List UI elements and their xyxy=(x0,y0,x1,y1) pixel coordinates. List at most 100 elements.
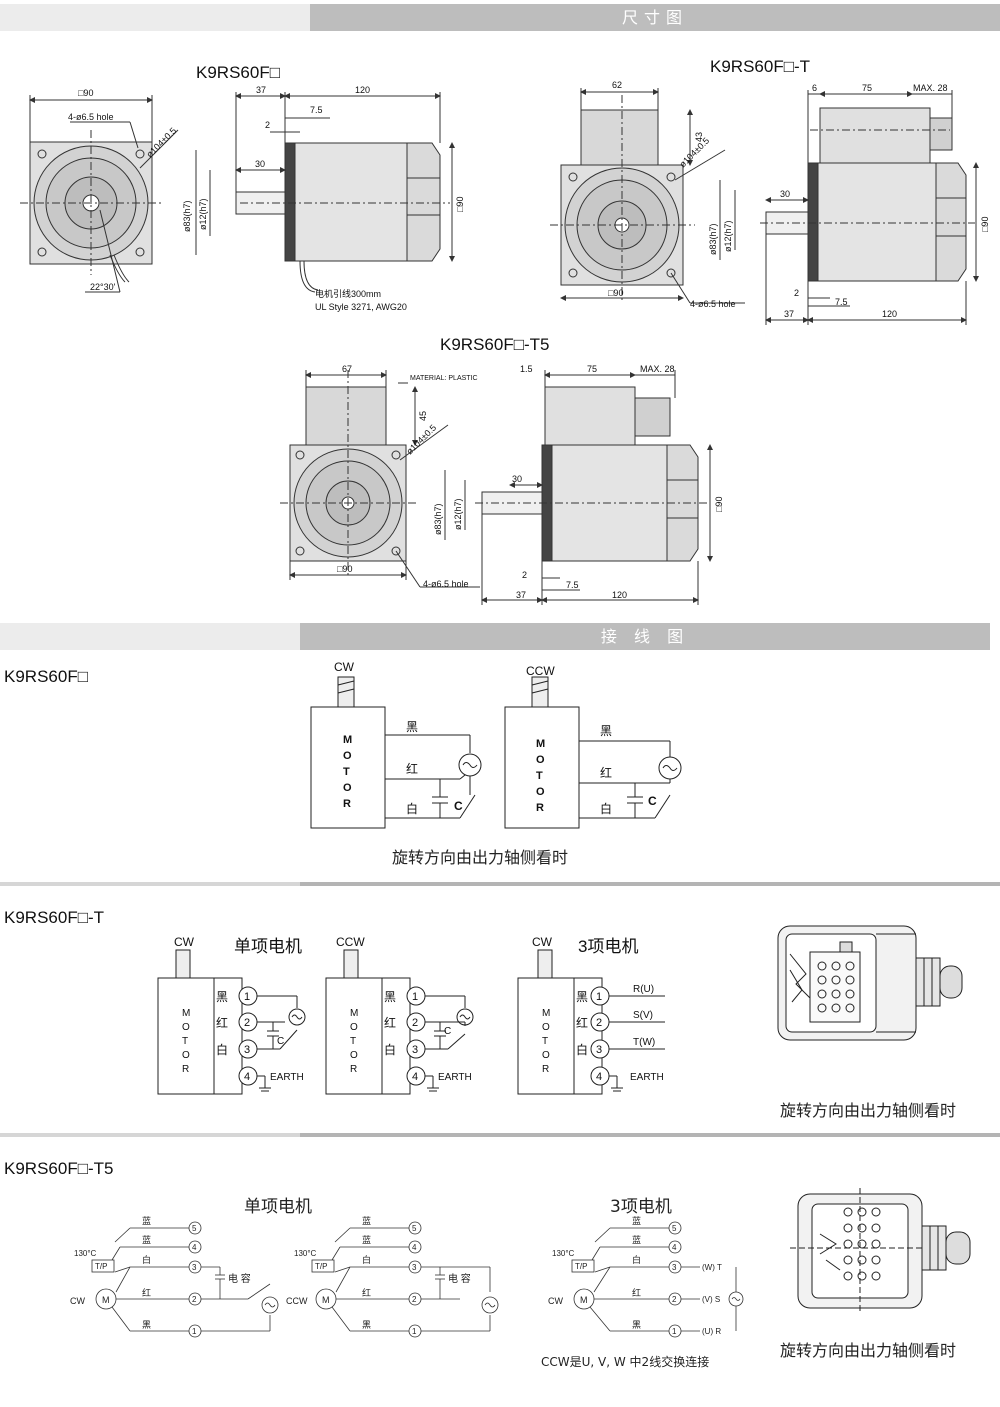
drawing-stroke xyxy=(310,706,386,829)
dim-c-1.5: 1.5 xyxy=(520,364,533,374)
drawing-stroke xyxy=(299,260,319,293)
drawing-stroke xyxy=(331,1306,351,1332)
drawing-stroke: CW CCW CW 单项电机 3项电机 M O T O R M O T O R … xyxy=(174,935,664,1083)
dim-b-7.5: 7.5 xyxy=(835,297,848,307)
drawing-stroke xyxy=(531,680,549,686)
dim-a-d12: ø12(h7) xyxy=(198,198,208,230)
drawing-stroke xyxy=(857,1207,867,1217)
dim-c-67: 67 xyxy=(342,364,352,374)
s3a-cap: 电 容 xyxy=(228,1272,251,1285)
s2c-n1: 1 xyxy=(596,991,602,1003)
model-a-front-view xyxy=(20,130,162,283)
s1b-motor-t: T xyxy=(536,770,543,782)
s2-ccw: CCW xyxy=(336,935,365,949)
drawing-stroke xyxy=(831,975,841,985)
s1-white: 白 xyxy=(406,801,418,816)
s3b-cap: 电 容 xyxy=(448,1272,471,1285)
s2c-s: S(V) xyxy=(633,1010,653,1021)
s3a-white: 白 xyxy=(142,1254,151,1265)
s3b-n1: 1 xyxy=(412,1327,417,1336)
model-b-front-view xyxy=(550,95,695,300)
s1-motor-o1: O xyxy=(343,750,352,762)
drawing-stroke xyxy=(381,977,411,1095)
dim-a-hole: 4-ø6.5 hole xyxy=(68,112,114,122)
s3b-n5: 5 xyxy=(412,1224,417,1233)
s3c-tp: T/P xyxy=(575,1262,587,1271)
s3-single-title: 单项电机 xyxy=(244,1197,312,1217)
s3a-blue-1: 蓝 xyxy=(142,1215,151,1226)
drawing-stroke xyxy=(666,172,676,182)
drawing-stroke xyxy=(459,794,476,819)
dim-a-120: 120 xyxy=(355,85,370,95)
s2b-n1: 1 xyxy=(412,991,418,1003)
drawing-stroke xyxy=(580,109,659,166)
s3c-ur: (U) R xyxy=(702,1327,721,1336)
s1-ccw-label: CCW xyxy=(526,664,555,678)
drawing-stroke xyxy=(789,953,811,999)
drawing-stroke xyxy=(817,975,827,985)
wiring-s3-model: K9RS60F□-T5 xyxy=(4,1159,114,1178)
s3-caption: 旋转方向由出力轴侧看时 xyxy=(780,1341,957,1360)
drawing-stroke xyxy=(481,1296,499,1314)
s1-cw-label: CW xyxy=(334,660,355,674)
model-b-side-view xyxy=(760,107,975,282)
s1-cap: C xyxy=(454,799,463,813)
drawing-stroke xyxy=(129,121,139,149)
drawing-stroke xyxy=(504,706,580,829)
s3c-n5: 5 xyxy=(672,1224,677,1233)
drawing-stroke xyxy=(343,949,359,979)
dim-a-30: 30 xyxy=(255,159,265,169)
s2a-n1: 1 xyxy=(244,991,250,1003)
drawing-stroke xyxy=(111,1246,121,1261)
drawing-stroke xyxy=(857,1239,867,1249)
dim-c-material: MATERIAL: PLASTIC xyxy=(410,375,478,382)
drawing-stroke xyxy=(845,989,855,999)
dim-c-90v: □90 xyxy=(714,497,724,512)
s2-caption: 旋转方向由出力轴侧看时 xyxy=(780,1101,957,1120)
s3c-cw: CW xyxy=(548,1296,563,1306)
dim-c-30: 30 xyxy=(512,474,522,484)
s3a-n4: 4 xyxy=(192,1243,197,1252)
s2c-t: T(W) xyxy=(633,1037,655,1048)
s2-motor-a-o2: O xyxy=(182,1050,190,1061)
drawing-stroke xyxy=(831,961,841,971)
lead-wire-spec: UL Style 3271, AWG20 xyxy=(315,302,407,312)
dim-c-120: 120 xyxy=(612,590,627,600)
s2a-black: 黑 xyxy=(216,990,228,1004)
drawing-stroke xyxy=(456,1008,474,1026)
s3c-n1: 1 xyxy=(672,1327,677,1336)
dim-b-2: 2 xyxy=(794,288,799,298)
s3-three-title: 3项电机 xyxy=(610,1197,672,1217)
drawing-stroke xyxy=(295,450,305,460)
dim-b-hole: 4-ø6.5 hole xyxy=(690,299,736,309)
s2-motor-c-r: R xyxy=(542,1064,549,1075)
s3b-white: 白 xyxy=(362,1254,371,1265)
drawing-stroke xyxy=(331,1246,341,1261)
drawing-stroke xyxy=(871,1223,881,1233)
dim-c-45: 45 xyxy=(418,411,428,421)
drawing-stroke xyxy=(831,989,841,999)
s2-motor-b-o1: O xyxy=(350,1022,358,1033)
s3a-black: 黑 xyxy=(142,1320,151,1330)
dim-a-2: 2 xyxy=(265,120,270,130)
s1b-motor-o2: O xyxy=(536,786,545,798)
separator-1 xyxy=(0,882,1000,886)
s2a-n4: 4 xyxy=(244,1071,250,1083)
drawing-stroke xyxy=(843,1223,853,1233)
model-b-title: K9RS60F□-T xyxy=(710,57,810,76)
s2c-r: R(U) xyxy=(633,984,654,995)
wiring-s2-model: K9RS60F□-T xyxy=(4,908,105,927)
dim-b-90v: □90 xyxy=(980,217,990,232)
drawing-stroke xyxy=(915,957,941,1007)
drawing-stroke xyxy=(291,1014,303,1020)
dim-b-sq90: □90 xyxy=(608,288,623,298)
dim-b-d12: ø12(h7) xyxy=(723,220,733,252)
s3a-cw: CW xyxy=(70,1296,85,1306)
drawing-stroke xyxy=(857,1271,867,1281)
s3a-temp: 130°C xyxy=(74,1249,97,1258)
s1-caption: 旋转方向由出力轴侧看时 xyxy=(392,848,569,867)
s2a-white: 白 xyxy=(216,1042,228,1057)
s2c-earth: EARTH xyxy=(630,1072,664,1083)
drawing-stroke xyxy=(666,268,676,278)
drawing-stroke xyxy=(674,149,726,181)
